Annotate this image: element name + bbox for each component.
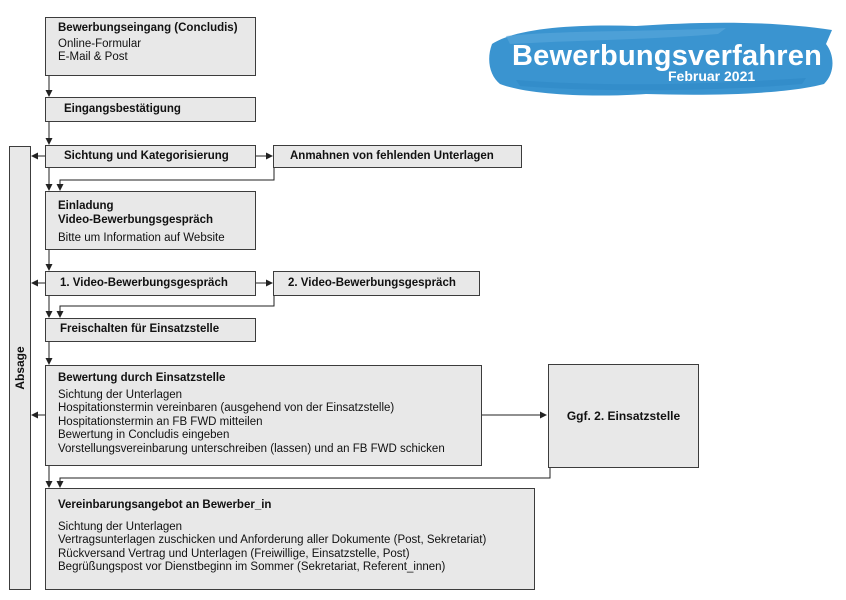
box-video1: 1. Video-Bewerbungsgespräch: [45, 271, 256, 296]
box-title: Ggf. 2. Einsatzstelle: [566, 409, 681, 423]
box-line: Vorstellungsvereinbarung unterschreiben …: [58, 442, 445, 455]
box-title: Einladung: [58, 200, 114, 212]
box-line: Rückversand Vertrag und Unterlagen (Frei…: [58, 547, 410, 560]
box-title: Bewertung durch Einsatzstelle: [58, 372, 226, 384]
box-vereinbarungsangebot: Vereinbarungsangebot an Bewerber_in Sich…: [45, 488, 535, 590]
box-title: Anmahnen von fehlenden Unterlagen: [290, 149, 494, 162]
page-subtitle: Februar 2021: [668, 68, 756, 84]
box-line: Hospitationstermin vereinbaren (ausgehen…: [58, 402, 395, 414]
absage-bar: Absage: [9, 146, 31, 590]
box-title: Eingangsbestätigung: [64, 102, 181, 115]
box-title: Vereinbarungsangebot an Bewerber_in: [58, 499, 272, 511]
box-line: Sichtung der Unterlagen: [58, 520, 183, 533]
box-title: 2. Video-Bewerbungsgespräch: [288, 276, 456, 289]
box-einladung: Einladung Video-Bewerbungsgespräch Bitte…: [45, 191, 256, 250]
box-anmahnen: Anmahnen von fehlenden Unterlagen: [273, 145, 522, 168]
page-title: Bewerbungsverfahren: [512, 40, 822, 72]
arrow-ggf-return: [56, 468, 551, 488]
box-video2: 2. Video-Bewerbungsgespräch: [273, 271, 480, 296]
arrow-video2-return: [56, 296, 275, 318]
box-sichtung: Sichtung und Kategorisierung: [45, 145, 256, 168]
box-title: Sichtung und Kategorisierung: [64, 149, 229, 162]
box-line: Bitte um Information auf Website: [58, 232, 225, 244]
box-line: Vertragsunterlagen zuschicken und Anford…: [58, 534, 487, 546]
box-line: Begrüßungspost vor Dienstbeginn im Somme…: [58, 561, 446, 573]
box-title: Bewerbungseingang (Concludis): [58, 22, 238, 34]
box-title: Video-Bewerbungsgespräch: [58, 213, 214, 226]
box-freischalten: Freischalten für Einsatzstelle: [45, 318, 256, 342]
box-line: E-Mail & Post: [58, 51, 128, 63]
box-line: Sichtung der Unterlagen: [58, 388, 183, 401]
box-eingangsbestaetigung: Eingangsbestätigung: [45, 97, 256, 122]
brush-stroke-banner: [489, 22, 833, 96]
arrow-anmahnen-return: [56, 168, 275, 191]
box-line: Bewertung in Concludis eingeben: [58, 429, 230, 441]
box-ggf-einsatzstelle: Ggf. 2. Einsatzstelle: [548, 364, 699, 468]
box-line: Online-Formular: [58, 37, 142, 50]
box-line: Hospitationstermin an FB FWD mitteilen: [58, 415, 263, 428]
box-title: 1. Video-Bewerbungsgespräch: [60, 276, 228, 289]
box-title: Freischalten für Einsatzstelle: [60, 323, 220, 336]
box-bewertung: Bewertung durch Einsatzstelle Sichtung d…: [45, 365, 482, 466]
box-bewerbungseingang: Bewerbungseingang (Concludis) Online-For…: [45, 17, 256, 76]
